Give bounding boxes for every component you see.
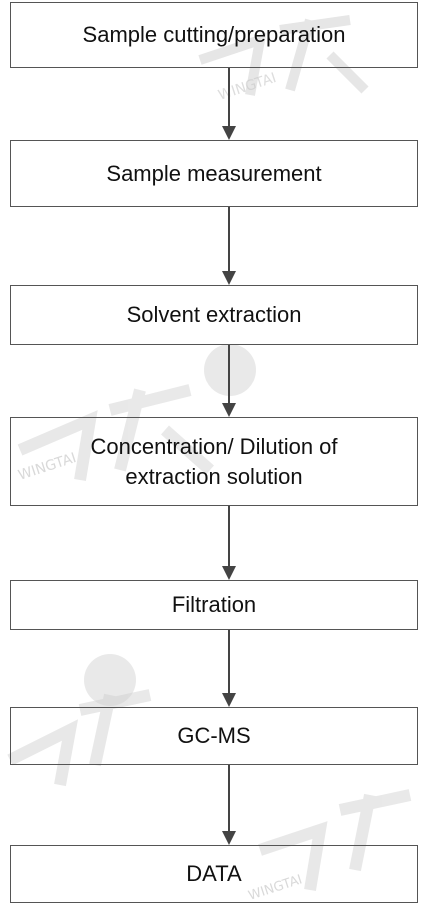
step-solvent-extraction: Solvent extraction	[10, 285, 418, 345]
step-label: Filtration	[171, 592, 257, 618]
step-label: Sample cutting/preparation	[82, 22, 346, 48]
step-label: DATA	[186, 861, 242, 887]
arrow-down	[222, 207, 236, 285]
arrow-down	[222, 68, 236, 140]
step-sample-cutting-preparation: Sample cutting/preparation	[10, 2, 418, 68]
arrow-down	[222, 345, 236, 417]
step-concentration-dilution: Concentration/ Dilution of extraction so…	[10, 417, 418, 506]
step-label: Sample measurement	[106, 160, 322, 186]
arrow-down	[222, 765, 236, 845]
step-label: Solvent extraction	[126, 302, 302, 328]
step-label: Concentration/ Dilution of extraction so…	[90, 433, 338, 489]
step-gc-ms: GC-MS	[10, 707, 418, 765]
step-filtration: Filtration	[10, 580, 418, 630]
arrow-down	[222, 506, 236, 580]
step-sample-measurement: Sample measurement	[10, 140, 418, 207]
step-label: GC-MS	[177, 723, 251, 749]
arrow-down	[222, 630, 236, 707]
step-data: DATA	[10, 845, 418, 903]
